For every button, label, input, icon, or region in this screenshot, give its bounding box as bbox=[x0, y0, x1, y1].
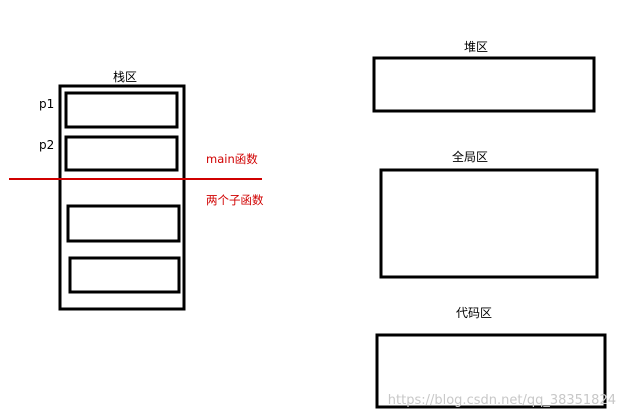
stack-slot-p2 bbox=[64, 135, 179, 172]
heap-title: 堆区 bbox=[464, 40, 488, 54]
heap-box bbox=[372, 56, 596, 113]
stack-frame bbox=[58, 84, 186, 311]
stack-title: 栈区 bbox=[113, 69, 137, 84]
stack-slot-p1 bbox=[64, 91, 179, 129]
stack-slot-label-p1: p1 bbox=[39, 97, 54, 111]
heap-region: 堆区 bbox=[372, 40, 596, 113]
global-title: 全局区 bbox=[452, 149, 488, 164]
code-box bbox=[375, 333, 607, 409]
code-region: 代码区 bbox=[375, 306, 607, 409]
divider-label-subfunctions: 两个子函数 bbox=[206, 193, 264, 207]
stack-region: 栈区 p1 p2 main函数 两个子函数 bbox=[9, 69, 264, 311]
stack-slot-label-p2: p2 bbox=[39, 138, 54, 152]
stack-slot-4 bbox=[68, 256, 181, 294]
global-box bbox=[379, 168, 599, 279]
global-region: 全局区 bbox=[379, 149, 599, 279]
stack-slot-3 bbox=[66, 204, 181, 243]
watermark-text: https://blog.csdn.net/qq_38351824 bbox=[388, 393, 616, 408]
divider-label-main: main函数 bbox=[206, 152, 258, 166]
code-title: 代码区 bbox=[456, 306, 492, 320]
